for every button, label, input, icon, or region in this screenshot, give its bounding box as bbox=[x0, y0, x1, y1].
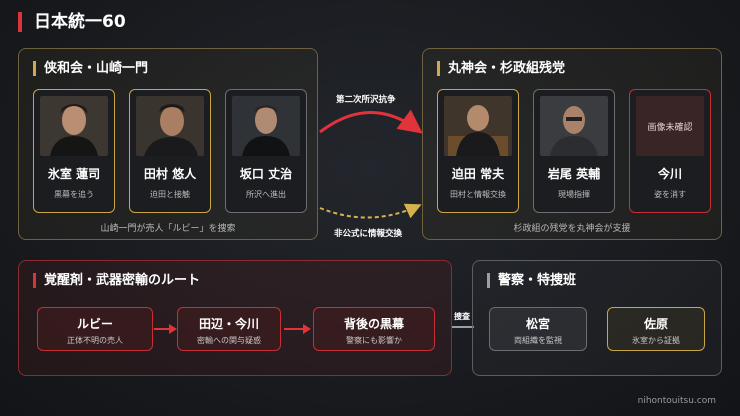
card-name: 岩尾 英輔 bbox=[547, 167, 601, 181]
panel-police: 警察・特捜班 松宮 両組織を監視 佐原 氷室から証拠 bbox=[472, 260, 722, 376]
route-box-name: ルビー bbox=[76, 317, 113, 331]
card-name: 氷室 蓮司 bbox=[47, 167, 101, 181]
panel-kyowa-caption: 山崎一門が売人「ルビー」を捜索 bbox=[100, 224, 236, 234]
photo-sakoda bbox=[444, 96, 512, 156]
arrow-right-icon bbox=[284, 324, 311, 334]
police-box-sub: 両組織を監視 bbox=[514, 336, 562, 345]
photo-placeholder: 画像未確認 bbox=[636, 96, 704, 156]
arrow-info-exchange bbox=[319, 203, 422, 219]
panel-police-title: 警察・特捜班 bbox=[487, 273, 576, 288]
route-box-tanabe-imagawa[interactable]: 田辺・今川 密輸への関与疑惑 bbox=[177, 307, 281, 351]
card-sub: 所沢へ進出 bbox=[246, 190, 286, 199]
card-sub: 黒幕を追う bbox=[54, 190, 94, 199]
route-box-name: 田辺・今川 bbox=[198, 317, 259, 331]
route-box-sub: 密輸への関与疑惑 bbox=[197, 336, 261, 345]
page-title: 日本統一60 bbox=[18, 12, 126, 32]
card-iwao[interactable]: 岩尾 英輔 現場指揮 bbox=[533, 89, 615, 213]
route-box-sub: 警察にも影響か bbox=[346, 336, 402, 345]
card-sub: 姿を消す bbox=[654, 190, 686, 199]
portrait-sakoda-icon bbox=[444, 96, 512, 156]
portrait-sakaguchi-icon bbox=[232, 96, 300, 156]
portrait-tamura-icon bbox=[136, 96, 204, 156]
footer-url[interactable]: nihontouitsu.com bbox=[637, 396, 716, 406]
card-sakaguchi[interactable]: 坂口 丈治 所沢へ進出 bbox=[225, 89, 307, 213]
police-box-name: 佐原 bbox=[643, 317, 668, 331]
photo-tamura bbox=[136, 96, 204, 156]
arrow-label-info: 非公式に情報交換 bbox=[334, 229, 403, 239]
card-sub: 田村と情報交換 bbox=[450, 190, 506, 199]
card-sub: 現場指揮 bbox=[558, 190, 590, 199]
route-box-ruby[interactable]: ルビー 正体不明の売人 bbox=[37, 307, 153, 351]
police-box-sub: 氷室から証拠 bbox=[632, 336, 680, 345]
route-box-name: 背後の黒幕 bbox=[343, 317, 404, 331]
panel-marugami: 丸神会・杉政組残党 迫田 常夫 田村と情報交換 岩尾 英輔 現場指揮 画像未確認 bbox=[422, 48, 722, 240]
police-box-sahara[interactable]: 佐原 氷室から証拠 bbox=[607, 307, 705, 351]
panel-marugami-title: 丸神会・杉政組残党 bbox=[437, 61, 565, 76]
police-box-matsumiya[interactable]: 松宮 両組織を監視 bbox=[489, 307, 587, 351]
card-himuro[interactable]: 氷室 蓮司 黒幕を追う bbox=[33, 89, 115, 213]
card-sub: 迫田と接触 bbox=[150, 190, 190, 199]
portrait-iwao-icon bbox=[540, 96, 608, 156]
photo-iwao bbox=[540, 96, 608, 156]
panel-route: 覚醒剤・武器密輸のルート ルビー 正体不明の売人 田辺・今川 密輸への関与疑惑 … bbox=[18, 260, 452, 376]
panel-kyowa: 侠和会・山崎一門 氷室 蓮司 黒幕を追う 田村 悠人 迫田と接触 bbox=[18, 48, 318, 240]
police-box-name: 松宮 bbox=[525, 317, 550, 331]
route-box-mastermind[interactable]: 背後の黒幕 警察にも影響か bbox=[313, 307, 435, 351]
panel-route-title: 覚醒剤・武器密輸のルート bbox=[33, 273, 200, 288]
arrow-conflict bbox=[319, 109, 423, 134]
photo-sakaguchi bbox=[232, 96, 300, 156]
card-sakoda[interactable]: 迫田 常夫 田村と情報交換 bbox=[437, 89, 519, 213]
panel-kyowa-title: 侠和会・山崎一門 bbox=[33, 61, 148, 76]
card-tamura[interactable]: 田村 悠人 迫田と接触 bbox=[129, 89, 211, 213]
connector-arrows bbox=[319, 109, 423, 219]
card-name: 今川 bbox=[657, 167, 682, 181]
arrow-right-icon bbox=[154, 324, 177, 334]
portrait-himuro-icon bbox=[40, 96, 108, 156]
panel-marugami-caption: 杉政組の残党を丸神会が支援 bbox=[513, 224, 631, 234]
card-name: 田村 悠人 bbox=[143, 167, 197, 181]
card-imagawa[interactable]: 画像未確認 今川 姿を消す bbox=[629, 89, 711, 213]
arrow-label-conflict: 第二次所沢抗争 bbox=[336, 95, 396, 105]
investigate-line bbox=[452, 326, 474, 328]
card-name: 坂口 丈治 bbox=[239, 167, 293, 181]
card-name: 迫田 常夫 bbox=[451, 167, 505, 181]
route-box-sub: 正体不明の売人 bbox=[67, 336, 123, 345]
photo-himuro bbox=[40, 96, 108, 156]
arrow-label-investigate: 捜査 bbox=[454, 312, 470, 321]
